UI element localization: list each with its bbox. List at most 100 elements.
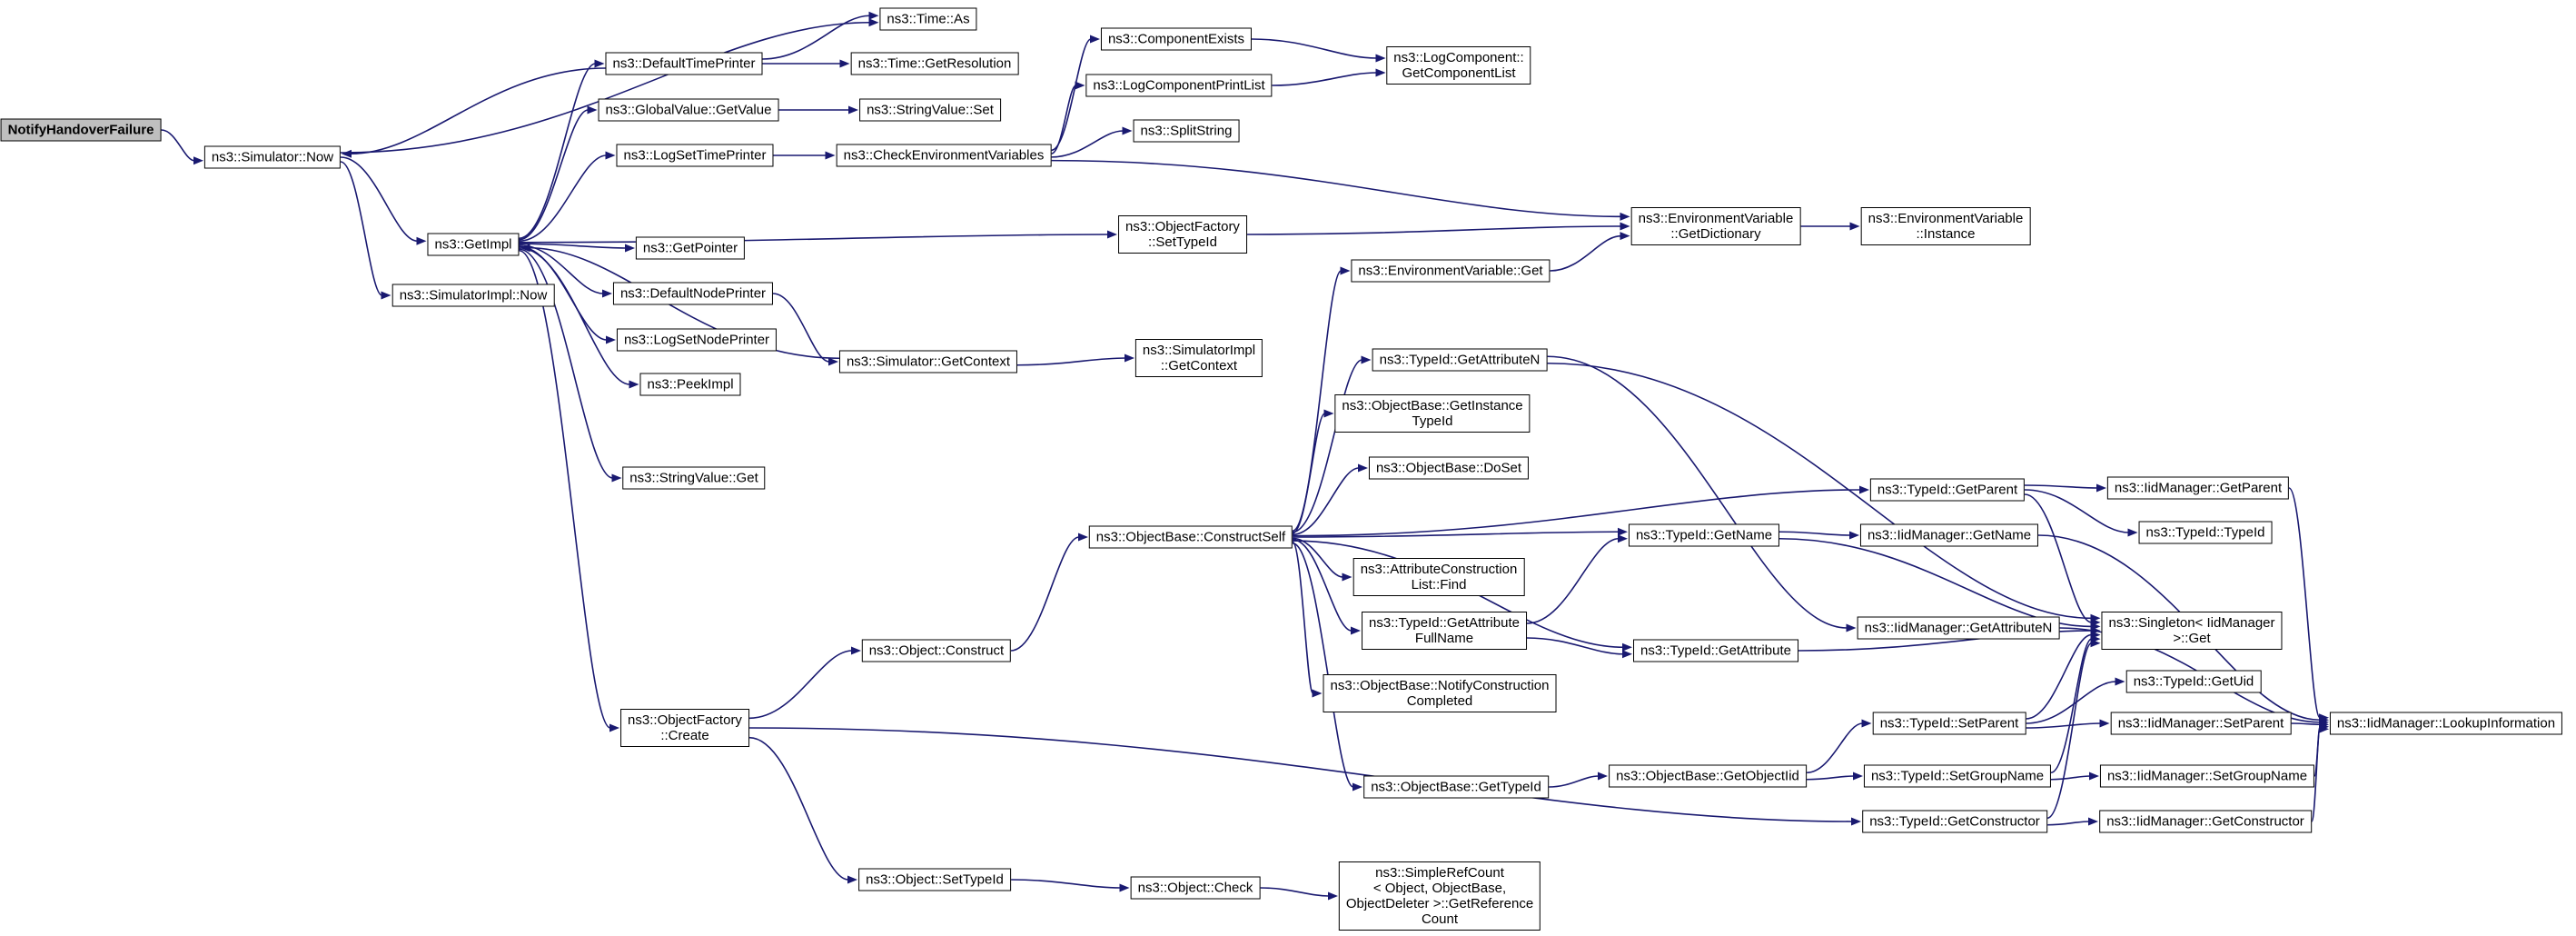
graph-node-label: ns3::Simulator::Now [211, 149, 334, 165]
graph-node-label: ns3::DefaultNodePrinter [619, 285, 767, 302]
graph-node-iid-getconstructor[interactable]: ns3::IidManager::GetConstructor [2099, 810, 2312, 833]
graph-node-label: ns3::SplitString [1140, 123, 1233, 139]
graph-node-check-env[interactable]: ns3::CheckEnvironmentVariables [836, 144, 1052, 167]
graph-node-logcomp-printlist[interactable]: ns3::LogComponentPrintList [1085, 74, 1273, 97]
graph-node-label: ns3::Object::Construct [868, 642, 1005, 659]
graph-node-label: ::GetContext [1160, 358, 1238, 373]
graph-node-label: ns3::LogComponentPrintList [1093, 77, 1265, 94]
graph-node-logset-time-printer[interactable]: ns3::LogSetTimePrinter [616, 144, 774, 167]
graph-node-label: ns3::TypeId::TypeId [2145, 524, 2265, 541]
graph-node-component-exists[interactable]: ns3::ComponentExists [1100, 27, 1253, 51]
graph-node-label: ns3::IidManager::SetGroupName [2106, 768, 2308, 784]
graph-node-typeid-getparent[interactable]: ns3::TypeId::GetParent [1869, 478, 2026, 502]
graph-node-logset-node-printer[interactable]: ns3::LogSetNodePrinter [616, 328, 778, 352]
graph-node-label: ns3::LogSetTimePrinter [623, 147, 767, 164]
graph-node-getobjectiid[interactable]: ns3::ObjectBase::GetObjectIid [1609, 764, 1807, 788]
graph-node-lookupinfo[interactable]: ns3::IidManager::LookupInformation [2329, 712, 2563, 735]
graph-node-iid-getname[interactable]: ns3::IidManager::GetName [1859, 523, 2039, 547]
graph-node-typeid-ctor[interactable]: ns3::TypeId::TypeId [2138, 521, 2273, 544]
graph-node-label: NotifyHandoverFailure [7, 122, 154, 138]
graph-node-label: ::GetDictionary [1670, 226, 1761, 242]
graph-node-typeid-getattrn[interactable]: ns3::TypeId::GetAttributeN [1372, 348, 1548, 372]
graph-node-label: ns3::SimpleRefCount [1375, 865, 1504, 881]
graph-node-label: ns3::ObjectBase::GetTypeId [1371, 779, 1541, 795]
graph-node-label: ns3::EnvironmentVariable [1638, 211, 1794, 226]
graph-node-simimpl-now[interactable]: ns3::SimulatorImpl::Now [391, 284, 555, 307]
graph-node-env-getdict[interactable]: ns3::EnvironmentVariable::GetDictionary [1630, 207, 1801, 245]
graph-node-peekimpl[interactable]: ns3::PeekImpl [639, 373, 741, 396]
graph-node-label: ns3::Singleton< IidManager [2108, 615, 2275, 631]
graph-node-typeid-getconstructor[interactable]: ns3::TypeId::GetConstructor [1862, 810, 2047, 833]
graph-node-label: ns3::IidManager::SetParent [2117, 715, 2284, 732]
graph-node-stringvalue-set[interactable]: ns3::StringValue::Set [859, 98, 1001, 122]
graph-node-typeid-getname[interactable]: ns3::TypeId::GetName [1628, 523, 1780, 547]
graph-node-notify-handover-failure[interactable]: NotifyHandoverFailure [0, 118, 162, 142]
graph-node-label: ns3::DefaultTimePrinter [612, 55, 756, 72]
graph-node-label: ns3::Simulator::GetContext [846, 353, 1011, 370]
graph-node-label: ns3::PeekImpl [647, 376, 734, 393]
graph-node-label: ns3::TypeId::GetAttributeN [1379, 352, 1541, 368]
graph-node-typeid-getattr[interactable]: ns3::TypeId::GetAttribute [1633, 639, 1798, 662]
graph-node-label: ns3::TypeId::GetAttribute [1369, 615, 1520, 631]
graph-node-simulator-now[interactable]: ns3::Simulator::Now [203, 145, 342, 169]
graph-node-constructself[interactable]: ns3::ObjectBase::ConstructSelf [1088, 525, 1293, 549]
graph-node-env-get[interactable]: ns3::EnvironmentVariable::Get [1351, 259, 1551, 283]
graph-node-default-time-printer[interactable]: ns3::DefaultTimePrinter [605, 52, 763, 75]
graph-node-simimpl-getcontext[interactable]: ns3::SimulatorImpl::GetContext [1134, 339, 1263, 377]
graph-node-label: ns3::IidManager::GetParent [2114, 480, 2283, 496]
graph-node-label: ns3::TypeId::SetParent [1879, 715, 2019, 732]
graph-node-label: ns3::TypeId::GetParent [1877, 482, 2018, 498]
graph-node-label: < Object, ObjectBase, [1372, 881, 1507, 896]
graph-node-doset[interactable]: ns3::ObjectBase::DoSet [1368, 456, 1530, 480]
graph-node-singleton-get[interactable]: ns3::Singleton< IidManager>::Get [2101, 612, 2283, 650]
graph-node-obj-settypeid[interactable]: ns3::Object::SetTypeId [858, 868, 1011, 891]
graph-node-label: ObjectDeleter >::GetReference [1345, 896, 1534, 911]
graph-node-getrefcount[interactable]: ns3::SimpleRefCount< Object, ObjectBase,… [1338, 861, 1541, 931]
graph-node-label: ns3::GetImpl [434, 236, 512, 253]
graph-node-label: ns3::StringValue::Get [629, 470, 758, 486]
graph-node-label: ns3::TypeId::GetAttribute [1640, 642, 1791, 659]
graph-node-iid-setgroupname[interactable]: ns3::IidManager::SetGroupName [2099, 764, 2315, 788]
graph-node-splitstring[interactable]: ns3::SplitString [1133, 119, 1240, 143]
graph-node-obj-check[interactable]: ns3::Object::Check [1130, 876, 1261, 900]
graph-node-label: >::Get [2173, 631, 2211, 646]
graph-node-label: ns3::LogSetNodePrinter [623, 332, 770, 348]
graph-node-iid-getattrn[interactable]: ns3::IidManager::GetAttributeN [1857, 616, 2060, 640]
graph-node-objfac-create[interactable]: ns3::ObjectFactory::Create [620, 709, 749, 747]
graph-node-iid-getparent[interactable]: ns3::IidManager::GetParent [2106, 476, 2290, 500]
graph-node-label: ns3::CheckEnvironmentVariables [843, 147, 1045, 164]
graph-node-env-instance[interactable]: ns3::EnvironmentVariable::Instance [1860, 207, 2031, 245]
graph-node-logcomp-getcomplist[interactable]: ns3::LogComponent::GetComponentList [1386, 46, 1531, 85]
graph-node-label: ns3::ComponentExists [1107, 31, 1245, 47]
graph-node-label: GetComponentList [1402, 65, 1516, 81]
graph-node-globalvalue-getvalue[interactable]: ns3::GlobalValue::GetValue [598, 98, 779, 122]
graph-node-label: ns3::TypeId::GetName [1635, 527, 1773, 543]
graph-node-obj-construct[interactable]: ns3::Object::Construct [861, 639, 1012, 662]
graph-node-time-as[interactable]: ns3::Time::As [879, 7, 977, 31]
graph-node-label: ns3::ObjectBase::GetObjectIid [1616, 768, 1799, 784]
graph-node-time-getresolution[interactable]: ns3::Time::GetResolution [850, 52, 1019, 75]
graph-node-stringvalue-get[interactable]: ns3::StringValue::Get [622, 466, 766, 490]
graph-node-label: List::Find [1411, 577, 1467, 592]
graph-node-label: ns3::IidManager::GetAttributeN [1864, 620, 2053, 636]
graph-node-typeid-getuid[interactable]: ns3::TypeId::GetUid [2125, 670, 2262, 693]
graph-node-objfac-settypeid[interactable]: ns3::ObjectFactory::SetTypeId [1118, 215, 1247, 254]
graph-node-typeid-setparent[interactable]: ns3::TypeId::SetParent [1872, 712, 2026, 735]
graph-node-label: ns3::GetPointer [642, 240, 738, 256]
graph-node-default-node-printer[interactable]: ns3::DefaultNodePrinter [612, 282, 774, 305]
graph-node-label: ns3::IidManager::GetConstructor [2106, 813, 2304, 830]
graph-node-label: ns3::Time::As [887, 11, 970, 27]
graph-node-getpointer[interactable]: ns3::GetPointer [635, 236, 746, 260]
graph-node-label: ns3::Time::GetResolution [857, 55, 1012, 72]
graph-node-typeid-setgroupname[interactable]: ns3::TypeId::SetGroupName [1863, 764, 2052, 788]
graph-node-sim-getcontext[interactable]: ns3::Simulator::GetContext [838, 350, 1018, 373]
graph-node-iid-setparent[interactable]: ns3::IidManager::SetParent [2110, 712, 2292, 735]
graph-node-getimpl[interactable]: ns3::GetImpl [427, 233, 520, 256]
graph-node-label: ns3::IidManager::LookupInformation [2336, 715, 2556, 732]
graph-node-objbase-gettypeid[interactable]: ns3::ObjectBase::GetTypeId [1363, 775, 1549, 799]
